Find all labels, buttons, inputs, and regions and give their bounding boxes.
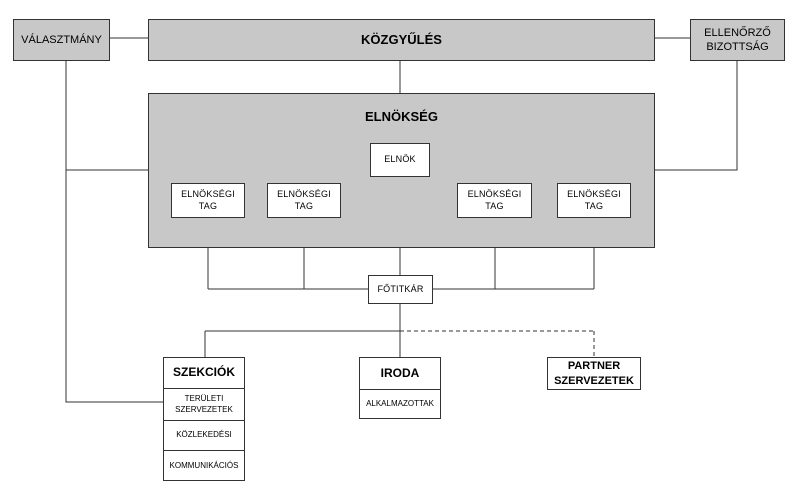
elnoksegi-tag-3-line-1: ELNÖKSÉGI [467, 188, 522, 199]
elnoksegi-tag-box-1: ELNÖKSÉGI TAG [171, 183, 245, 218]
iroda-title: IRODA [380, 365, 420, 380]
kozgyules-box: KÖZGYŰLÉS [148, 19, 655, 61]
elnoksegi-tag-1-line-1: ELNÖKSÉGI [181, 188, 235, 199]
partner-line-2: SZERVEZETEK [554, 374, 634, 387]
ellenorzo-bizottsag-box: ELLENŐRZŐ BIZOTTSÁG [690, 19, 785, 61]
elnoksegi-tag-2-line-2: TAG [294, 200, 314, 211]
szekciok-item-kozlekedesi: KÖZLEKEDÉSI [164, 420, 244, 450]
szekciok-box: SZEKCIÓK TERÜLETI SZERVEZETEK KÖZLEKEDÉS… [163, 357, 245, 481]
elnoksegi-tag-1-line-2: TAG [198, 200, 218, 211]
elnoksegi-tag-4-line-1: ELNÖKSÉGI [567, 188, 621, 199]
elnoksegi-tag-4-line-2: TAG [584, 200, 604, 211]
szekciok-item-kommunikacios: KOMMUNIKÁCIÓS [164, 450, 244, 481]
ellenorzo-bizottsag-line-1: ELLENŐRZŐ [704, 26, 771, 39]
elnoksegi-tag-box-4: ELNÖKSÉGI TAG [557, 183, 631, 218]
partner-line-1: PARTNER [567, 360, 621, 373]
elnoksegi-tag-box-2: ELNÖKSÉGI TAG [267, 183, 341, 218]
iroda-item-alkalmazottak: ALKALMAZOTTAK [360, 389, 440, 419]
teruleti-line-2: SZERVEZETEK [175, 404, 233, 414]
teruleti-line-1: TERÜLETI [184, 394, 224, 404]
elnoksegi-tag-box-3: ELNÖKSÉGI TAG [457, 183, 532, 218]
elnoksegi-tag-3-line-2: TAG [485, 200, 504, 211]
elnok-box: ELNÖK [370, 143, 430, 177]
partner-szervezetek-box: PARTNER SZERVEZETEK [547, 357, 641, 390]
fotitkar-box: FŐTITKÁR [368, 275, 433, 304]
ellenorzo-bizottsag-line-2: BIZOTTSÁG [706, 41, 769, 53]
iroda-box: IRODA ALKALMAZOTTAK [359, 357, 441, 419]
elnoksegi-tag-2-line-1: ELNÖKSÉGI [277, 188, 331, 199]
elnokseg-title: ELNÖKSÉG [365, 109, 438, 124]
szekciok-title: SZEKCIÓK [172, 365, 235, 380]
valasztmany-box: VÁLASZTMÁNY [13, 19, 110, 61]
szekciok-item-teruleti: TERÜLETI SZERVEZETEK [164, 388, 244, 420]
